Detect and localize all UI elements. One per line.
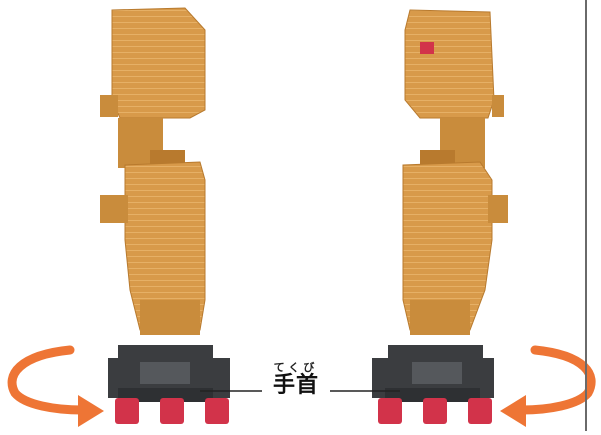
wrist-label: てくび 手首 xyxy=(260,362,332,398)
right-robot-arm xyxy=(372,9,508,424)
left-fingers xyxy=(115,398,229,424)
left-robot-arm xyxy=(100,7,230,424)
rotate-clockwise-arrow-icon xyxy=(500,345,596,427)
right-wrist xyxy=(372,345,494,402)
rotate-counterclockwise-arrow-icon xyxy=(7,345,104,427)
wrist-label-text: 手首 xyxy=(272,373,319,398)
wrist-label-ruby: てくび xyxy=(273,361,319,374)
vertical-divider xyxy=(585,0,587,431)
left-wrist xyxy=(108,345,230,402)
right-fingers xyxy=(378,398,492,424)
